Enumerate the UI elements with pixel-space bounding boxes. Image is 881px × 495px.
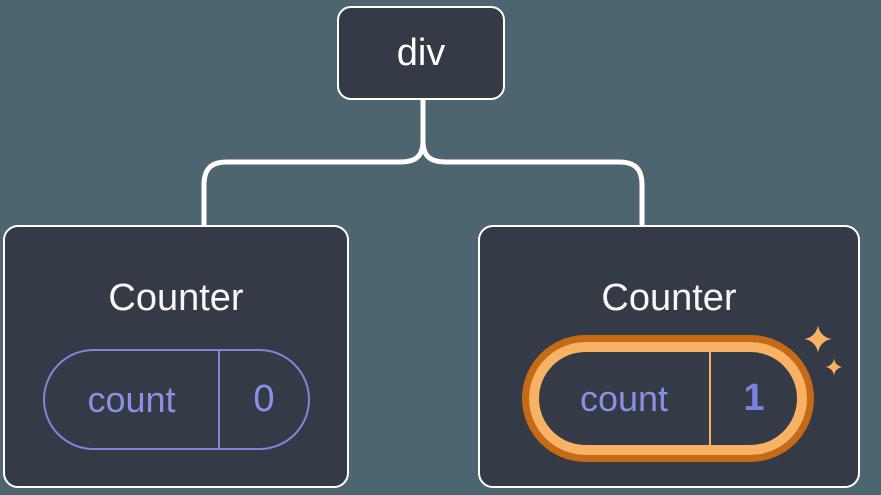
sparkle-small-icon bbox=[825, 358, 843, 376]
state-pill: count 0 bbox=[43, 349, 310, 450]
counter-node-left: Counter count 0 bbox=[3, 225, 349, 488]
root-node-div: div bbox=[337, 6, 505, 100]
connector-left-branch bbox=[201, 100, 426, 226]
state-value: 1 bbox=[743, 377, 765, 419]
state-value: 0 bbox=[253, 378, 275, 420]
counter-title: Counter bbox=[108, 277, 244, 319]
sparkle-large-icon bbox=[804, 325, 833, 354]
connector-right-branch bbox=[420, 100, 645, 226]
state-key: count bbox=[45, 351, 220, 448]
state-pill-highlighted: count 1 bbox=[529, 342, 807, 455]
counter-title: Counter bbox=[601, 277, 737, 319]
counter-node-right: Counter count 1 bbox=[478, 225, 860, 488]
state-key: count bbox=[539, 352, 711, 445]
root-node-label: div bbox=[396, 31, 446, 74]
sparkles-icon bbox=[804, 325, 843, 376]
